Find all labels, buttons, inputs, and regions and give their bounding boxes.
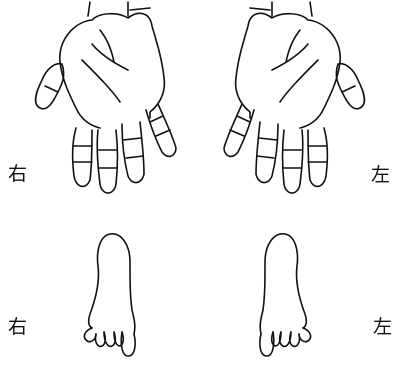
left-foot-toe-1 [299, 328, 311, 342]
right-hand-palm-outline [60, 13, 165, 118]
left-hand-finger-3 [256, 122, 278, 183]
left-foot-label: 左 [373, 318, 392, 337]
left-hand-label: 左 [371, 166, 390, 185]
right-hand-finger-1 [73, 128, 92, 186]
left-hand-finger-1-joints [308, 146, 326, 162]
right-hand-label: 右 [8, 165, 27, 184]
left-foot-drawing [260, 234, 311, 356]
right-foot-drawing [84, 234, 135, 356]
right-hand-finger-2-joints [98, 150, 117, 168]
left-foot-sole-outline [260, 234, 306, 334]
right-foot-toe-1 [84, 328, 96, 342]
right-hand-finger-3-joints [123, 138, 143, 158]
left-hand-finger-3-joints [257, 138, 277, 158]
left-hand-thumb-joint [342, 86, 355, 92]
left-hand-finger-1 [308, 128, 327, 186]
left-hand-finger-2 [283, 130, 303, 193]
right-foot-label: 右 [8, 318, 27, 337]
right-hand-crease-2 [82, 60, 120, 102]
right-hand-thumb [36, 64, 64, 109]
left-hand-crease-2 [280, 60, 318, 102]
left-hand-drawing [224, 2, 364, 193]
right-hand-finger-1-joints [74, 146, 92, 162]
right-hand-drawing [36, 2, 176, 193]
right-foot-sole-outline [89, 234, 135, 334]
left-hand-thumb [336, 64, 364, 109]
right-hand-finger-2 [97, 130, 117, 193]
right-hand-finger-3 [122, 122, 144, 183]
right-hand-thumb-joint [45, 86, 58, 92]
left-hand-finger-2-joints [283, 150, 302, 168]
left-hand-palm-outline [236, 13, 341, 118]
